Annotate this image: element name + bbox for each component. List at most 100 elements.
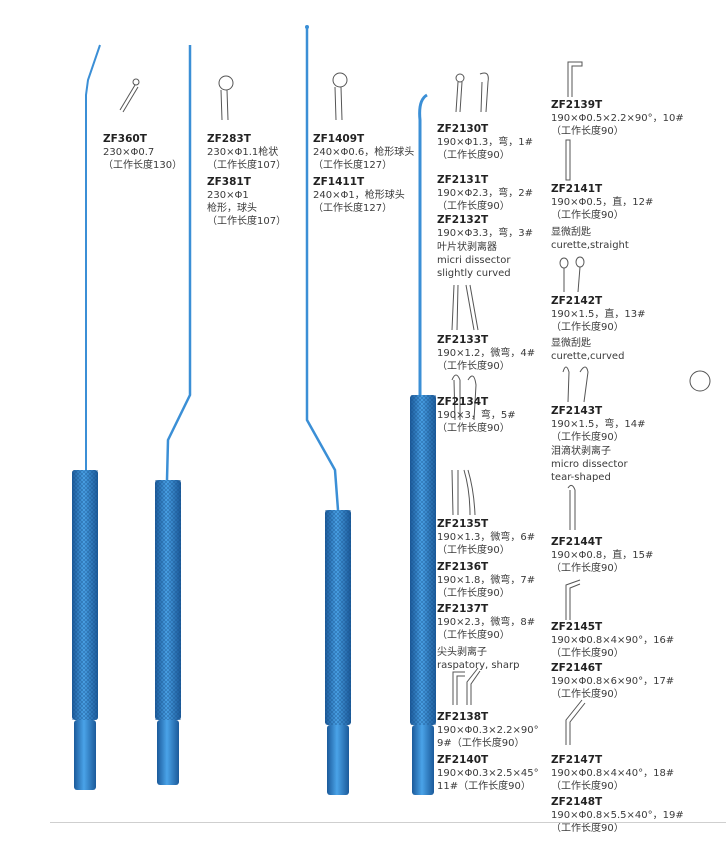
spec-line: （工作长度90） bbox=[437, 423, 510, 434]
product-code: ZF1409T bbox=[313, 133, 365, 145]
product-zf2139t: ZF2139T 190×Φ0.5×2.2×90°，10# （工作长度90） bbox=[551, 99, 684, 138]
spec-line: 枪形，球头 bbox=[207, 203, 257, 214]
spec-line: （工作长度90） bbox=[551, 689, 624, 700]
spec-line: （工作长度127） bbox=[313, 203, 393, 214]
spec-line: （工作长度90） bbox=[551, 563, 624, 574]
spec-line: 190×2.3，微弯，8# bbox=[437, 617, 536, 628]
product-zf2146t: ZF2146T 190×Φ0.8×6×90°，17# （工作长度90） bbox=[551, 662, 674, 701]
spec-line: curette,straight bbox=[551, 240, 629, 251]
product-code: ZF2136T bbox=[437, 561, 489, 573]
spec-line: （工作长度130） bbox=[103, 160, 183, 171]
spec-line: 230×Φ0.7 bbox=[103, 147, 155, 158]
spec-line: 显微刮匙 bbox=[551, 227, 591, 238]
instrument-zf1409t bbox=[305, 25, 351, 795]
product-zf2132t: ZF2132T 190×Φ3.3，弯，3# bbox=[437, 214, 533, 240]
spec-line: 190×Φ0.5×2.2×90°，10# bbox=[551, 113, 684, 124]
product-code: ZF2143T bbox=[551, 405, 603, 417]
product-code: ZF2145T bbox=[551, 621, 603, 633]
spec-line: （工作长度90） bbox=[437, 588, 510, 599]
product-code: ZF2135T bbox=[437, 518, 489, 530]
spec-line: （工作长度90） bbox=[437, 545, 510, 556]
product-code: ZF2142T bbox=[551, 295, 603, 307]
product-code: ZF2134T bbox=[437, 396, 489, 408]
spec-line: 190×1.5，直，13# bbox=[551, 309, 646, 320]
product-code: ZF2144T bbox=[551, 536, 603, 548]
spec-line: 240×Φ1，枪形球头 bbox=[313, 190, 405, 201]
product-code: ZF360T bbox=[103, 133, 147, 145]
product-code: ZF2139T bbox=[551, 99, 603, 111]
empty-circle-marker bbox=[689, 370, 711, 392]
product-code: ZF2133T bbox=[437, 334, 489, 346]
category-caption: 叶片状剥离器 micri dissector slightly curved bbox=[437, 241, 511, 280]
spec-line: 显微刮匙 bbox=[551, 338, 591, 349]
spec-line: 190×Φ0.3×2.5×45° bbox=[437, 768, 539, 779]
product-zf2130t: ZF2130T 190×Φ1.3，弯，1# （工作长度90） bbox=[437, 123, 533, 162]
product-code: ZF2146T bbox=[551, 662, 603, 674]
spec-line: 190×1.8，微弯，7# bbox=[437, 575, 536, 586]
product-zf1411t: ZF1411T 240×Φ1，枪形球头 （工作长度127） bbox=[313, 176, 405, 215]
spec-line: 190×Φ3.3，弯，3# bbox=[437, 228, 533, 239]
product-code: ZF2137T bbox=[437, 603, 489, 615]
spec-line: 190×Φ0.3×2.2×90° bbox=[437, 725, 539, 736]
product-code: ZF2132T bbox=[437, 214, 489, 226]
product-code: ZF381T bbox=[207, 176, 251, 188]
spec-line: （工作长度90） bbox=[551, 126, 624, 137]
category-caption: 显微刮匙 curette,straight bbox=[551, 226, 629, 252]
spec-line: （工作长度90） bbox=[551, 648, 624, 659]
product-code: ZF2147T bbox=[551, 754, 603, 766]
product-code: ZF2130T bbox=[437, 123, 489, 135]
spec-line: 190×Φ0.8×5.5×40°，19# bbox=[551, 810, 684, 821]
instrument-zf360t bbox=[72, 44, 101, 790]
product-code: ZF2141T bbox=[551, 183, 603, 195]
spec-line: 230×Φ1.1枪状 bbox=[207, 147, 279, 158]
spec-line: 9#（工作长度90） bbox=[437, 738, 525, 749]
spec-line: 240×Φ0.6，枪形球头 bbox=[313, 147, 415, 158]
spec-line: （工作长度90） bbox=[437, 150, 510, 161]
page-bottom-divider bbox=[50, 822, 726, 823]
spec-line: 190×1.5，弯，14# bbox=[551, 419, 646, 430]
spec-line: （工作长度90） bbox=[437, 361, 510, 372]
tip-sketches bbox=[119, 61, 711, 745]
product-zf2147t: ZF2147T 190×Φ0.8×4×40°，18# （工作长度90） bbox=[551, 754, 674, 793]
product-code: ZF1411T bbox=[313, 176, 365, 188]
spec-line: 190×Φ0.8×6×90°，17# bbox=[551, 676, 675, 687]
spec-line: 190×Φ1.3，弯，1# bbox=[437, 137, 533, 148]
spec-line: raspatory, sharp bbox=[437, 660, 520, 671]
instrument-zf2130t bbox=[410, 93, 436, 795]
product-zf360t: ZF360T 230×Φ0.7 （工作长度130） bbox=[103, 133, 182, 172]
spec-line: （工作长度90） bbox=[437, 630, 510, 641]
product-zf2143t: ZF2143T 190×1.5，弯，14# （工作长度90） bbox=[551, 405, 645, 444]
product-zf2145t: ZF2145T 190×Φ0.8×4×90°，16# （工作长度90） bbox=[551, 621, 674, 660]
spec-line: micri dissector bbox=[437, 255, 511, 266]
product-zf2136t: ZF2136T 190×1.8，微弯，7# （工作长度90） bbox=[437, 561, 535, 600]
spec-line: （工作长度90） bbox=[551, 432, 624, 443]
spec-line: slightly curved bbox=[437, 268, 511, 279]
spec-line: 11#（工作长度90） bbox=[437, 781, 531, 792]
spec-line: 190×Φ0.8×4×40°，18# bbox=[551, 768, 675, 779]
spec-line: （工作长度90） bbox=[551, 781, 624, 792]
spec-line: （工作长度90） bbox=[551, 210, 624, 221]
spec-line: 泪滴状剥离子 bbox=[551, 446, 611, 457]
spec-line: 叶片状剥离器 bbox=[437, 242, 497, 253]
spec-line: 190×Φ2.3，弯，2# bbox=[437, 188, 533, 199]
product-code: ZF2131T bbox=[437, 174, 489, 186]
spec-line: 190×Φ0.8×4×90°，16# bbox=[551, 635, 675, 646]
spec-line: 230×Φ1 bbox=[207, 190, 249, 201]
